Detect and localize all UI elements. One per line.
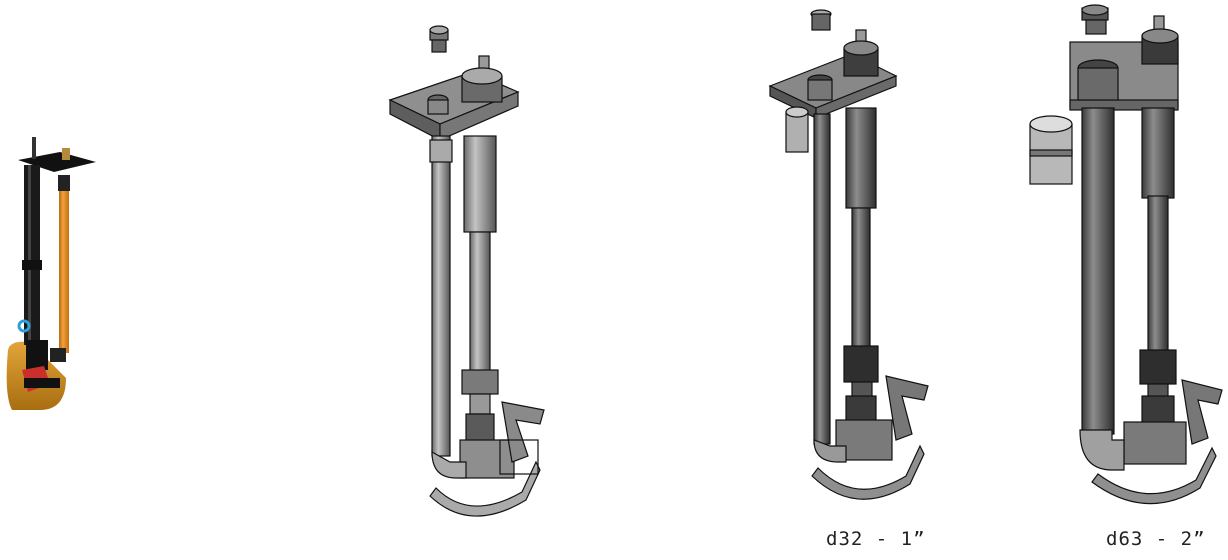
saddle-clamp bbox=[429, 460, 541, 517]
riser-pipe-left bbox=[431, 135, 451, 457]
riser-pipe-right bbox=[1141, 107, 1175, 199]
caption-d63: d63 - 2” bbox=[1106, 528, 1206, 550]
riser-pipe-left bbox=[1081, 107, 1115, 435]
render-standard bbox=[388, 25, 545, 517]
photo-service-riser bbox=[6, 137, 96, 410]
riser-pipe-right bbox=[463, 135, 497, 233]
caption-d32: d32 - 1” bbox=[826, 528, 926, 550]
blue-fitting bbox=[17, 319, 31, 333]
riser-pipe-right bbox=[845, 107, 877, 209]
top-plate bbox=[18, 152, 96, 172]
valve-handle bbox=[885, 375, 929, 441]
orange-riser-pipe bbox=[59, 178, 69, 353]
render-d32 bbox=[768, 9, 929, 500]
saddle-clamp bbox=[811, 444, 925, 500]
black-riser-pipe bbox=[24, 165, 40, 345]
valve-handle bbox=[1181, 379, 1223, 445]
render-d63 bbox=[1029, 4, 1223, 505]
valve-handle bbox=[501, 401, 545, 463]
riser-pipe-left bbox=[813, 113, 831, 445]
saddle-clamp bbox=[1091, 446, 1217, 505]
